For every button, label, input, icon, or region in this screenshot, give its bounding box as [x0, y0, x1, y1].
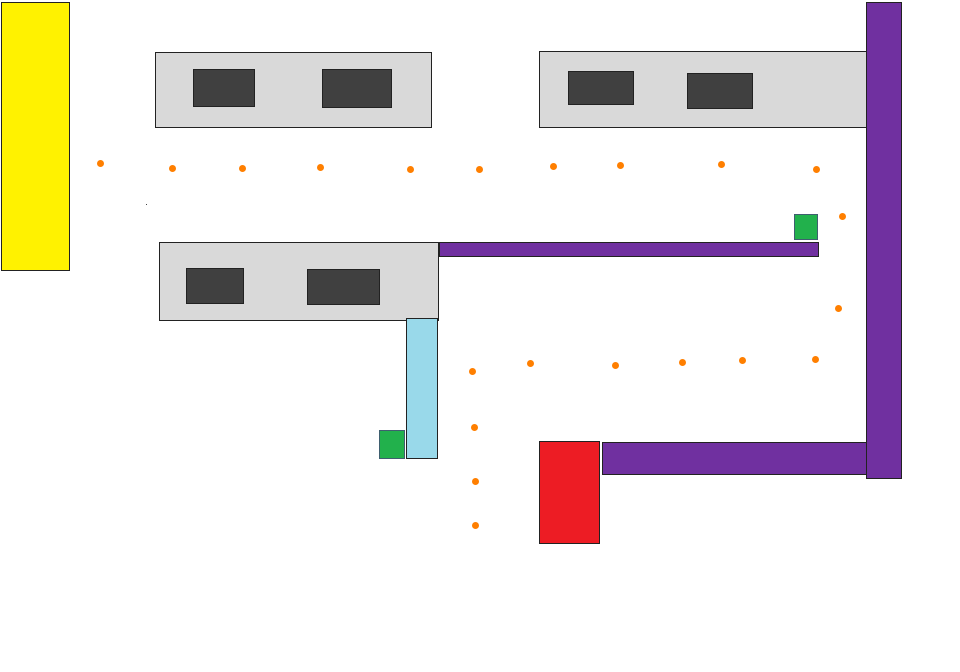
green-marker-upper [794, 214, 818, 240]
dark-unit [307, 269, 380, 305]
waypoint-dot [97, 160, 104, 167]
tiny-dot [146, 204, 147, 205]
waypoint-dot [739, 357, 746, 364]
waypoint-dot [527, 360, 534, 367]
purple-wall-lower [602, 442, 867, 475]
dark-unit [687, 73, 753, 109]
dark-unit [193, 69, 255, 107]
waypoint-dot [839, 213, 846, 220]
waypoint-dot [472, 522, 479, 529]
yellow-zone [1, 2, 70, 271]
waypoint-dot [239, 165, 246, 172]
dark-unit [568, 71, 634, 105]
waypoint-dot [471, 424, 478, 431]
dark-unit [186, 268, 244, 304]
waypoint-dot [812, 356, 819, 363]
waypoint-dot [469, 368, 476, 375]
lightblue-zone [406, 318, 438, 459]
waypoint-dot [813, 166, 820, 173]
waypoint-dot [612, 362, 619, 369]
waypoint-dot [169, 165, 176, 172]
waypoint-dot [835, 305, 842, 312]
purple-wall-vertical [866, 2, 902, 479]
waypoint-dot [407, 166, 414, 173]
green-marker-lower [379, 430, 405, 459]
waypoint-dot [679, 359, 686, 366]
waypoint-dot [317, 164, 324, 171]
waypoint-dot [718, 161, 725, 168]
waypoint-dot [617, 162, 624, 169]
red-zone [539, 441, 600, 544]
waypoint-dot [550, 163, 557, 170]
dark-unit [322, 69, 392, 108]
waypoint-dot [472, 478, 479, 485]
purple-wall-upper [439, 242, 819, 257]
waypoint-dot [476, 166, 483, 173]
